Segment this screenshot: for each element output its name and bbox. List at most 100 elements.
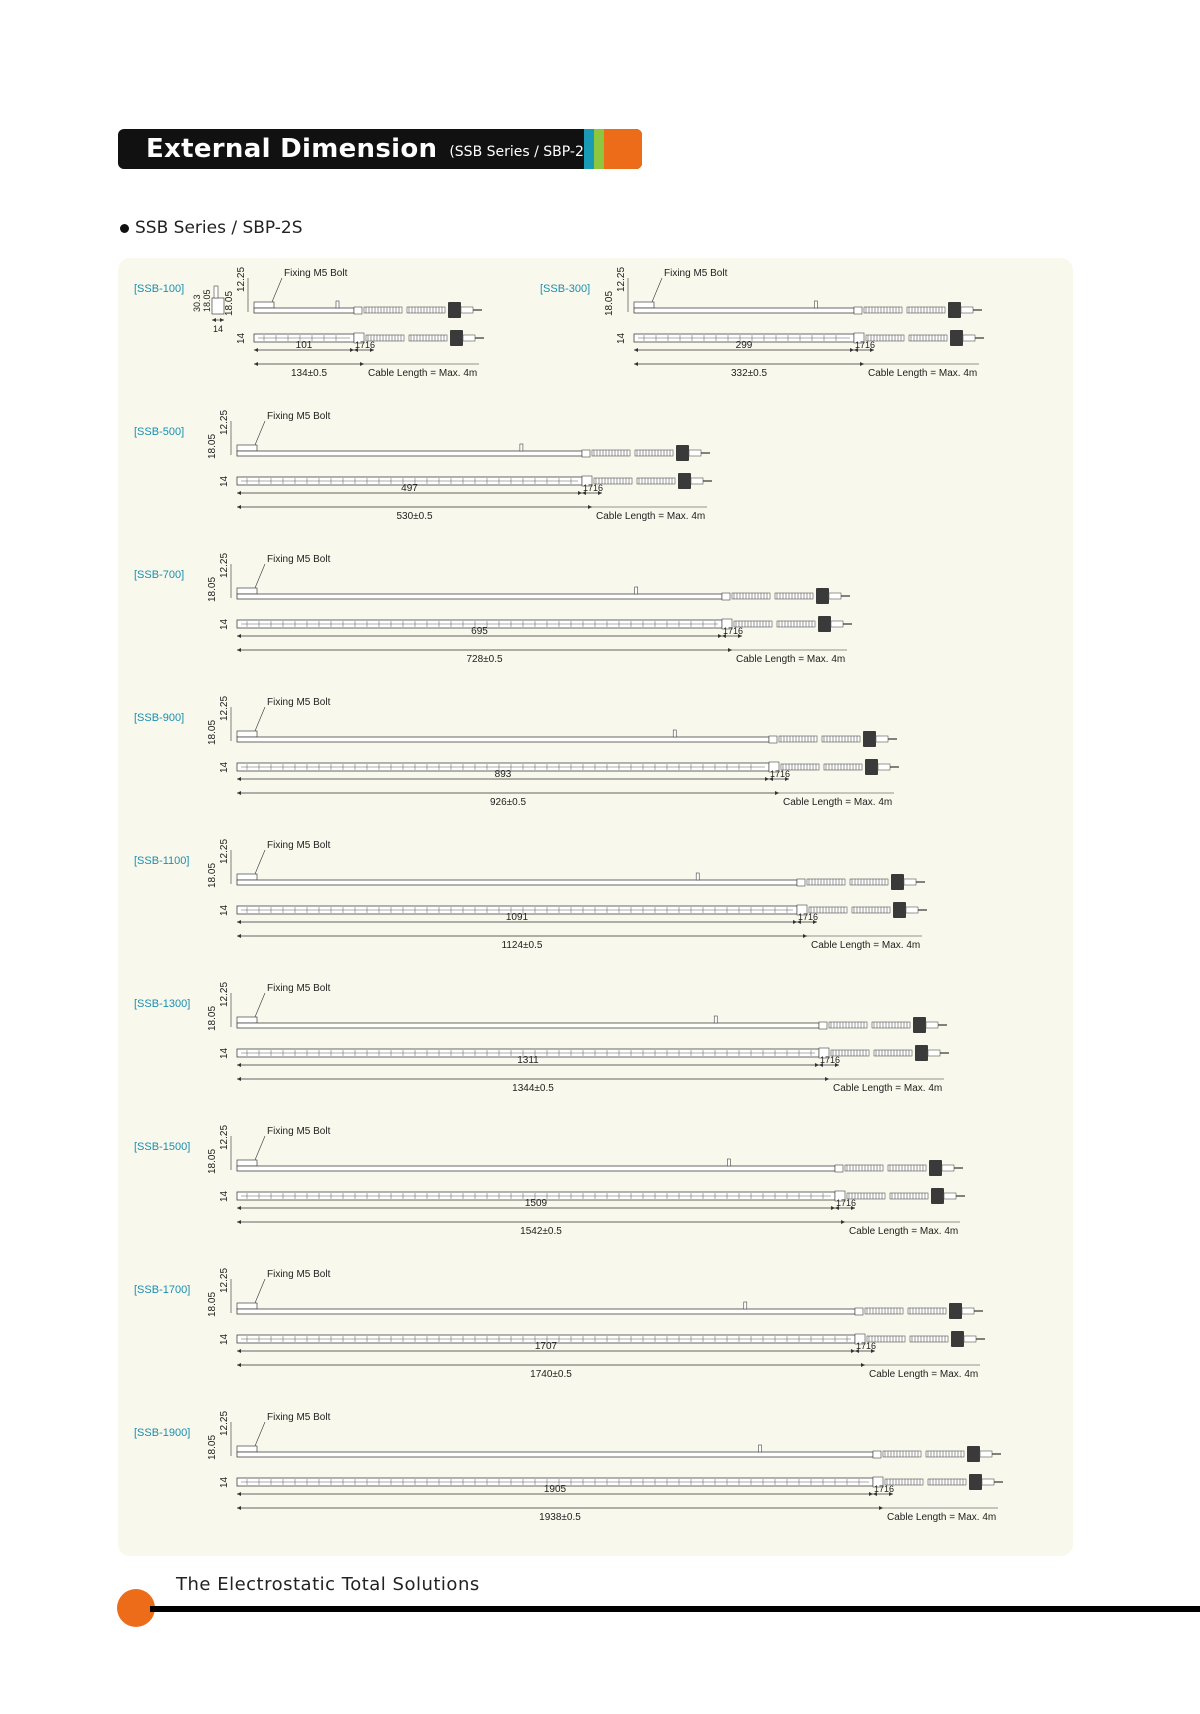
overall-length-label: 1740±0.5 — [530, 1369, 572, 1380]
front-view-cable-connector-sleeve — [830, 620, 844, 628]
side-view-cable-connector-nut — [913, 1017, 926, 1033]
front-view-cable-connector-nut — [678, 473, 691, 489]
cable-length-label: Cable Length = Max. 4m — [811, 940, 920, 951]
front-view-cable-connector-nut — [818, 616, 831, 632]
side-view-end-cap — [353, 306, 363, 315]
overall-length-dim-arrow-left — [237, 934, 241, 938]
side-view-cable-hose-2 — [925, 1450, 965, 1458]
section-heading: SSB Series / SBP-2S — [120, 218, 303, 238]
side-view-cable-connector-sleeve — [961, 1307, 975, 1315]
dim-12-25-label: 12.25 — [219, 410, 230, 435]
overall-length-label: 1124±0.5 — [502, 940, 543, 951]
side-view-cable-hose-1 — [731, 592, 771, 600]
bolt-block — [236, 873, 258, 881]
tail-dim-arrow-left — [797, 920, 801, 924]
cable-length-label: Cable Length = Max. 4m — [783, 797, 892, 808]
side-view-cable-hose-1 — [844, 1164, 884, 1172]
overall-length-dim-arrow-left — [237, 648, 241, 652]
dim-14-label: 14 — [219, 1047, 230, 1059]
inner-length-label: 101 — [296, 340, 313, 351]
inner-length-dim-arrow-right — [851, 1349, 855, 1353]
fixing-bolt-leader — [254, 563, 266, 589]
overall-length-dim-arrow-left — [634, 362, 638, 366]
front-view-cable-connector-sleeve — [963, 1335, 977, 1343]
header-bar: External Dimension (SSB Series / SBP-2S) — [118, 129, 642, 169]
front-view-cable-hose-2 — [851, 906, 891, 914]
dim-18-05-label: 18.05 — [207, 863, 218, 888]
inner-length-label: 1311 — [517, 1055, 539, 1066]
tail-17-label: 17 — [836, 1198, 846, 1208]
dim-18-05-label: 18.05 — [207, 1435, 218, 1460]
side-profile-18-05-label: 18.05 — [202, 289, 212, 312]
overall-length-dim-arrow-right — [728, 648, 732, 652]
inner-length-dim-arrow-left — [237, 1349, 241, 1353]
tail-dim-arrow-left — [855, 1349, 859, 1353]
front-view-end-cap — [768, 761, 780, 773]
side-view-cable-connector-sleeve — [828, 592, 842, 600]
accent-stripe-orange — [604, 129, 642, 169]
inner-length-dim-arrow-left — [237, 634, 241, 638]
dim-12-25-label: 12.25 — [236, 267, 247, 292]
side-view-cable-connector-nut — [929, 1160, 942, 1176]
front-view-cable-connector-nut — [951, 1331, 964, 1347]
side-view-end-cap — [581, 449, 591, 458]
side-view-pin — [743, 1301, 748, 1310]
dim-12-25-label: 12.25 — [219, 553, 230, 578]
fixing-bolt-label: Fixing M5 Bolt — [267, 411, 331, 422]
front-view-end-cap — [834, 1190, 846, 1202]
front-view-end-cap — [872, 1476, 884, 1488]
side-profile-width-dim-arrow-left — [212, 318, 216, 322]
side-view-cable-connector-sleeve — [688, 449, 702, 457]
side-view-cable-hose-1 — [806, 878, 846, 886]
overall-length-label: 926±0.5 — [490, 797, 527, 808]
front-view-cable-connector-sleeve — [905, 906, 919, 914]
inner-length-label: 299 — [736, 340, 753, 351]
tail-17-label: 17 — [583, 483, 593, 493]
side-view-cable-connector-nut — [948, 302, 961, 318]
tail-dim-arrow-right — [835, 1063, 839, 1067]
side-view-pin — [672, 729, 677, 738]
overall-length-label: 1938±0.5 — [539, 1512, 581, 1523]
dim-18-05-label: 18.05 — [207, 577, 218, 602]
model-label: [SSB-500] — [134, 426, 184, 438]
front-view-cable-connector-sleeve — [877, 763, 891, 771]
dim-18-05-label: 18.05 — [207, 1006, 218, 1031]
tail-16-label: 16 — [866, 1341, 876, 1351]
tail-17-label: 17 — [820, 1055, 830, 1065]
fixing-bolt-leader — [254, 1278, 266, 1304]
overall-length-dim-arrow-left — [237, 1506, 241, 1510]
cable-length-label: Cable Length = Max. 4m — [368, 368, 477, 379]
side-view-pin — [814, 300, 818, 309]
side-view-cable-hose-2 — [887, 1164, 927, 1172]
fixing-bolt-label: Fixing M5 Bolt — [267, 1126, 331, 1137]
side-view-cable-hose-2 — [821, 735, 861, 743]
front-view-cable-connector-sleeve — [927, 1049, 941, 1057]
tail-dim-arrow-right — [813, 920, 817, 924]
side-view-bar — [633, 307, 855, 314]
bolt-block — [236, 1302, 258, 1310]
front-view-cable-hose-1 — [865, 334, 905, 342]
front-view-cable-hose-2 — [873, 1049, 913, 1057]
side-view-bar — [236, 879, 798, 886]
overall-length-dim-arrow-right — [588, 505, 592, 509]
fixing-bolt-label: Fixing M5 Bolt — [267, 1412, 331, 1423]
side-view-cable-connector-sleeve — [960, 306, 974, 314]
front-view-cable-connector-nut — [915, 1045, 928, 1061]
fixing-bolt-leader — [254, 992, 266, 1018]
side-view-end-cap — [872, 1450, 882, 1459]
side-view-cable-hose-1 — [363, 306, 403, 314]
front-view-cable-hose-1 — [733, 620, 773, 628]
overall-length-label: 530±0.5 — [396, 511, 433, 522]
side-view-cable-connector-nut — [891, 874, 904, 890]
front-view-cable-hose-1 — [866, 1335, 906, 1343]
inner-length-dim-arrow-left — [237, 1063, 241, 1067]
tail-17-label: 17 — [855, 340, 865, 350]
front-view-cable-hose-2 — [776, 620, 816, 628]
tail-dim-arrow-left — [354, 348, 358, 352]
